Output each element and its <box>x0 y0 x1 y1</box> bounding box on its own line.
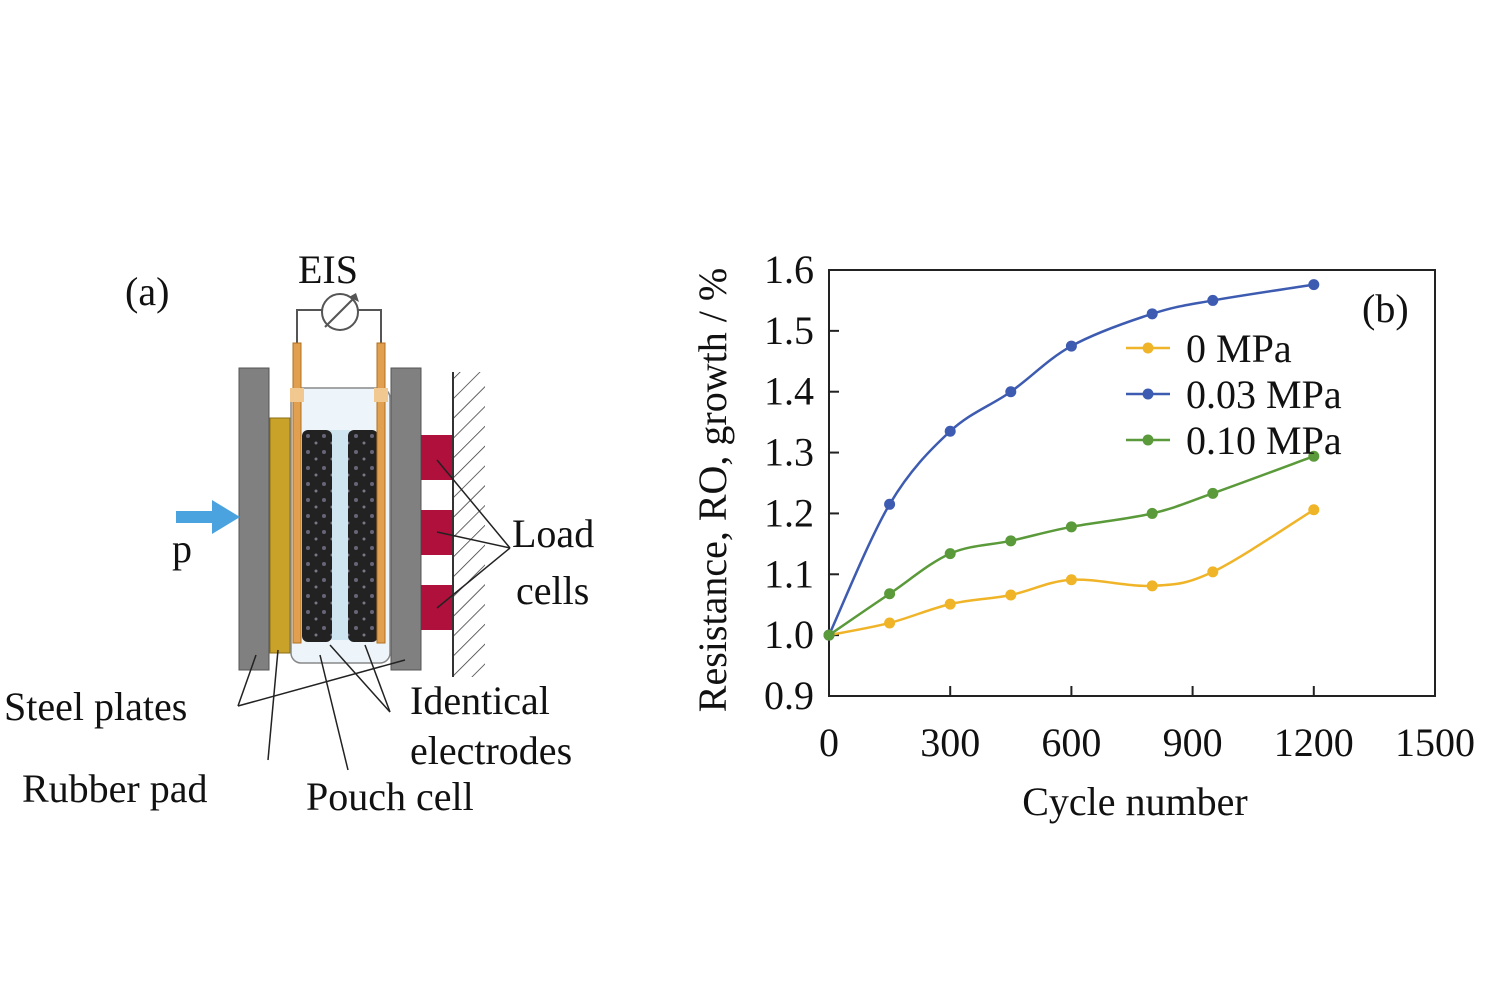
tab-seal-left <box>290 388 304 402</box>
x-axis-label: Cycle number <box>1022 779 1248 824</box>
data-point <box>1207 294 1219 306</box>
rubber-pad <box>269 417 291 654</box>
data-point <box>1005 386 1017 398</box>
legend-swatch-marker <box>1142 342 1154 354</box>
series-0-10-mpa <box>823 450 1320 641</box>
data-point <box>823 629 835 641</box>
y-tick-label: 1.2 <box>764 490 814 535</box>
y-tick-label: 1.0 <box>764 612 814 657</box>
data-point <box>884 588 896 600</box>
y-tick-label: 1.4 <box>764 369 814 414</box>
x-tick-label: 1500 <box>1395 720 1475 765</box>
y-axis-label: Resistance, RO, growth / % <box>690 268 735 712</box>
data-point <box>1146 580 1158 592</box>
resistance-growth-chart: 0 300 600 900 1200 1500 0.9 1.0 1.1 1.2 1.3 1.4 1.5 1… <box>690 247 1475 824</box>
legend-swatch-marker <box>1142 388 1154 400</box>
x-tick-label: 300 <box>920 720 980 765</box>
identical-electrodes-label-1: Identical <box>410 678 550 723</box>
y-tick-label: 1.5 <box>764 308 814 353</box>
y-tick-label: 1.3 <box>764 430 814 475</box>
series-0-mpa <box>823 504 1320 641</box>
electrode-left <box>302 430 332 642</box>
data-point <box>1065 521 1077 533</box>
x-tick-label: 600 <box>1041 720 1101 765</box>
data-point <box>1065 574 1077 586</box>
data-point <box>1308 504 1320 516</box>
data-point <box>944 598 956 610</box>
panel-label-a: (a) <box>125 269 169 314</box>
fixed-wall-hatching <box>453 372 485 677</box>
y-tick-label: 1.6 <box>764 247 814 292</box>
x-tick-label: 0 <box>819 720 839 765</box>
legend-label: 0.10 MPa <box>1186 418 1342 463</box>
legend-swatch-marker <box>1142 434 1154 446</box>
steel-plate-right <box>390 367 422 671</box>
data-point <box>944 425 956 437</box>
rubber-pad-label: Rubber pad <box>22 766 208 811</box>
electrode-right <box>348 430 378 642</box>
data-point <box>1308 279 1320 291</box>
data-point <box>884 498 896 510</box>
eis-label: EIS <box>298 247 358 292</box>
separator <box>328 430 350 640</box>
data-point <box>1207 566 1219 578</box>
load-cells-label-2: cells <box>516 568 589 613</box>
y-tick-label: 0.9 <box>764 673 814 718</box>
pressure-label: p <box>172 526 192 571</box>
current-collector-right <box>376 342 386 644</box>
data-point <box>1207 487 1219 499</box>
series-0-03-mpa <box>823 279 1320 641</box>
data-point <box>1005 589 1017 601</box>
data-point <box>884 617 896 629</box>
plot-frame <box>828 269 1436 697</box>
data-point <box>1308 450 1320 462</box>
x-tick-label: 1200 <box>1274 720 1354 765</box>
tab-seal-right <box>374 388 388 402</box>
data-point <box>1146 507 1158 519</box>
legend-label: 0.03 MPa <box>1186 372 1342 417</box>
steel-plate-left <box>238 367 270 671</box>
data-point <box>1065 340 1077 352</box>
pouch-cell-label: Pouch cell <box>306 774 474 819</box>
eis-meter-icon <box>321 293 359 331</box>
pressure-arrow-icon <box>176 500 240 534</box>
load-cells-label-1: Load <box>512 511 594 556</box>
identical-electrodes-label-2: electrodes <box>410 728 572 773</box>
series-line <box>828 455 1315 637</box>
x-tick-label: 900 <box>1163 720 1223 765</box>
y-tick-label: 1.1 <box>764 551 814 596</box>
steel-plates-label: Steel plates <box>4 684 187 729</box>
leader-lines <box>237 459 511 771</box>
panel-label-b: (b) <box>1362 286 1409 331</box>
cell-diagram: (a) EIS <box>4 247 594 819</box>
data-point <box>1005 535 1017 547</box>
data-point <box>944 548 956 560</box>
current-collector-left <box>292 342 302 644</box>
legend-label: 0 MPa <box>1186 326 1292 371</box>
data-point <box>1146 308 1158 320</box>
